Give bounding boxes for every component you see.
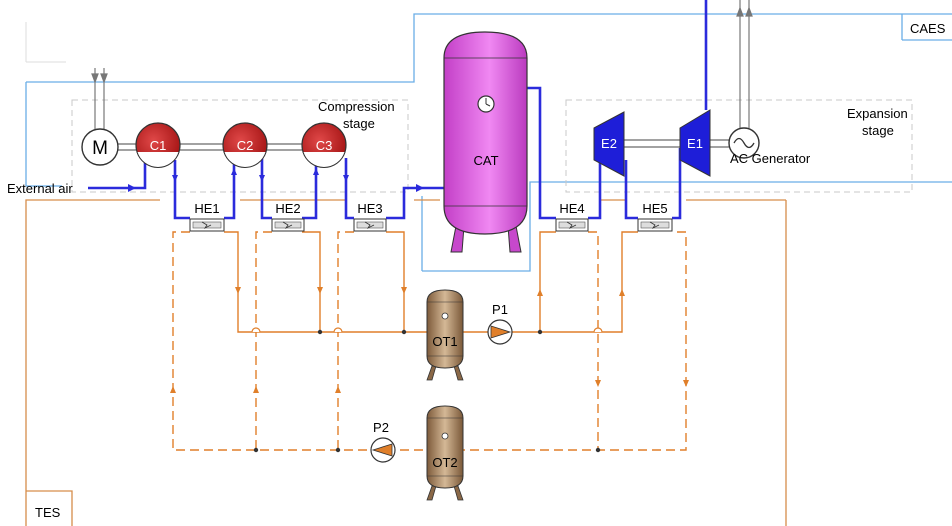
turbine-label: E2 [601,136,617,151]
oil-tank-label: OT1 [432,334,457,349]
expansion-stage-box [565,99,913,193]
ac-wave-icon [733,137,755,149]
pump-p2: P2 [370,420,396,463]
compressed-air-tank: CAT [443,31,528,253]
oil-flow-arrows [170,287,689,393]
compressor-label: C3 [316,138,333,153]
air-line [88,0,708,220]
external-air-label: External air [7,181,73,196]
compression-stage-label: Compression [318,99,395,114]
heat-exchanger-he5: HE5 [637,201,673,232]
motor-label: M [92,138,108,159]
expansion-stage-label: Expansion [847,106,908,121]
ac-generator-label: AC Generator [730,151,811,166]
heat-exchanger-he4: HE4 [555,201,589,232]
heat-exchanger-label: HE5 [642,201,667,216]
turbine-label: E1 [687,136,703,151]
air-flow-arrows [128,168,424,192]
compression-stage-label-2: stage [343,116,375,131]
compressor-label: C1 [150,138,167,153]
caes-corner-marks [25,22,66,63]
level-gauge-icon [441,432,449,440]
compression-stage-box [71,99,409,193]
tes-boundary [25,199,787,526]
pressure-gauge-icon [477,95,495,113]
motor: M [81,128,119,166]
turbine-e1: E1 [679,109,711,177]
compressor-c2: C2 [222,122,268,168]
oil-tank-ot2: OT2 [426,405,464,501]
oil-junctions [253,329,601,453]
level-gauge-icon [441,312,449,320]
heat-exchanger-label: HE2 [275,201,300,216]
caes-boundary [25,13,952,272]
heat-exchanger-he3: HE3 [353,201,387,232]
heat-exchanger-he2: HE2 [271,201,305,232]
cat-label: CAT [473,153,498,168]
ac-generator [728,127,760,159]
pump-label: P1 [492,302,508,317]
turbine-shaft [612,139,735,148]
heat-exchanger-label: HE3 [357,201,382,216]
compressor-c1: C1 [135,122,181,168]
heat-exchanger-label: HE4 [559,201,584,216]
compressor-c3: C3 [301,122,347,168]
caes-label: CAES [910,21,946,36]
compressor-label: C2 [237,138,254,153]
heat-exchanger-he1: HE1 [189,201,225,232]
turbine-e2: E2 [593,111,625,177]
oil-tank-label: OT2 [432,455,457,470]
heat-exchanger-label: HE1 [194,201,219,216]
expansion-stage-label-2: stage [862,123,894,138]
pump-p1: P1 [487,302,513,345]
oil-tank-ot1: OT1 [426,289,464,381]
line-crossovers [251,327,603,333]
motor-power-feed [91,68,108,132]
pump-label: P2 [373,420,389,435]
generator-power-feed [736,0,753,128]
tes-label: TES [35,505,61,520]
